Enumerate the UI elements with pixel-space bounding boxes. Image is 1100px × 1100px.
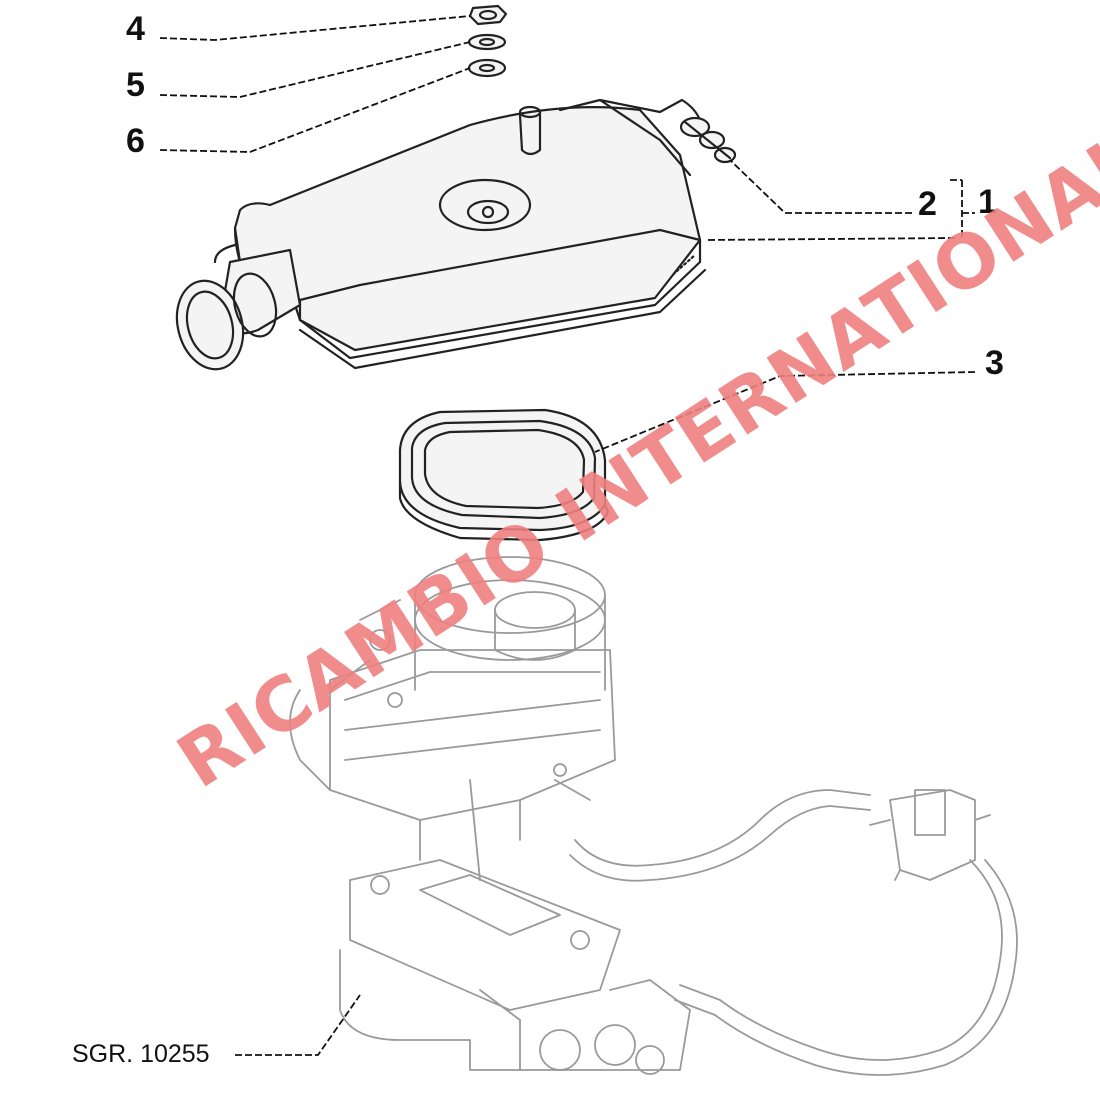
callout-4: 4 [126,10,145,48]
air-cleaner-housing [175,98,707,371]
carburetor-assembly [289,556,691,1075]
callout-6: 6 [126,122,145,160]
callout-5: 5 [126,66,145,104]
drawing-reference: SGR. 10255 [72,1040,210,1068]
callout-2: 2 [918,185,937,223]
vacuum-hose [569,789,1018,1076]
callout-3: 3 [985,344,1004,382]
callout-1: 1 [978,183,997,221]
breather-fitting [679,116,737,164]
seal-gasket [398,408,610,542]
vacuum-valve [869,789,991,881]
washer-6 [467,58,507,78]
nut [468,4,508,26]
washer-5 [467,33,507,51]
leader-lines [159,15,976,1056]
